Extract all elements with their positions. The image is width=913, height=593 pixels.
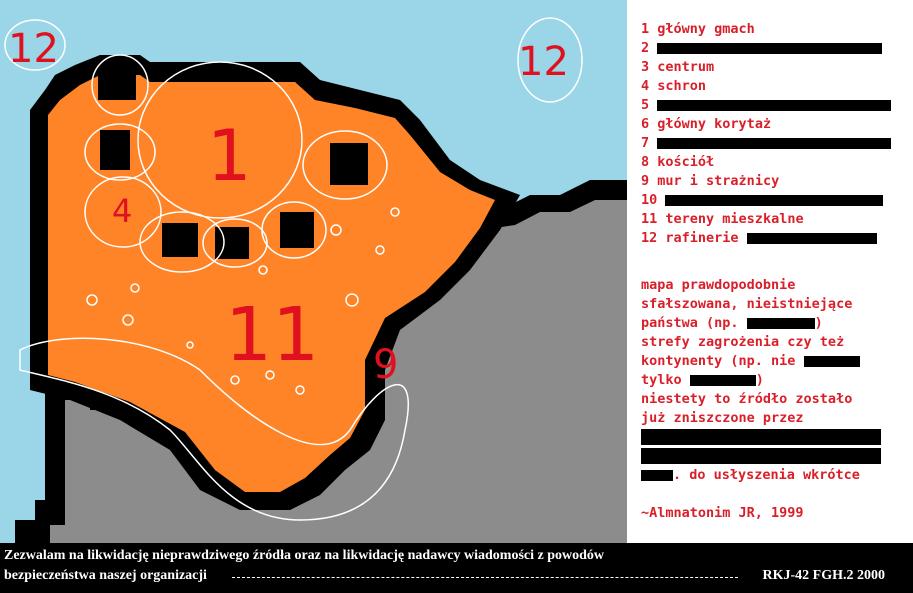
label-1: 1 bbox=[207, 115, 252, 197]
redaction-bar bbox=[641, 429, 881, 445]
redaction-bar bbox=[641, 469, 673, 481]
red-scribble-numbers: 12 12 1 4 11 9 bbox=[8, 26, 569, 388]
footer-divider bbox=[232, 577, 738, 578]
label-12-left: 12 bbox=[8, 26, 59, 72]
note-line: kontynenty (np. nie bbox=[641, 352, 903, 371]
label-11: 11 bbox=[225, 292, 319, 378]
label-9: 9 bbox=[373, 342, 398, 388]
note-line: sfałszowana, nieistniejące bbox=[641, 296, 853, 312]
redaction-bar bbox=[641, 448, 881, 464]
note-line: niestety to źródło zostało bbox=[641, 391, 853, 407]
label-12-right: 12 bbox=[518, 39, 569, 85]
legend-item: 7 bbox=[641, 134, 903, 153]
chalk-marks bbox=[4, 17, 583, 521]
map-canvas: 12 12 1 4 11 9 bbox=[0, 0, 627, 543]
footer-code: RKJ-42 FGH.2 2000 bbox=[762, 568, 886, 583]
redaction-bar bbox=[665, 194, 884, 206]
note-line: tylko ) bbox=[641, 372, 764, 388]
legend: 1 główny gmach 2 3 centrum 4 schron 5 6 … bbox=[641, 20, 903, 248]
redaction-bar bbox=[657, 137, 892, 149]
footer-line-1: Zezwalam na likwidację nieprawdziwego źr… bbox=[4, 548, 605, 563]
legend-item: 6 główny korytaż bbox=[641, 116, 772, 132]
redaction-bar bbox=[746, 232, 877, 244]
legend-item: 12 rafinerie bbox=[641, 229, 903, 248]
footer-bar: Zezwalam na likwidację nieprawdziwego źr… bbox=[0, 543, 913, 593]
redaction-bar bbox=[746, 317, 815, 329]
legend-item: 3 centrum bbox=[641, 59, 715, 75]
legend-item: 1 główny gmach bbox=[641, 21, 755, 37]
signature: ~Almnatonim JR, 1999 bbox=[641, 505, 804, 521]
note-line: . do usłyszenia wkrótce bbox=[641, 466, 903, 485]
legend-item: 10 bbox=[641, 191, 903, 210]
note-line: mapa prawdopodobnie bbox=[641, 277, 796, 293]
building-block bbox=[98, 60, 136, 100]
building-block bbox=[280, 212, 314, 248]
redaction-bar bbox=[657, 99, 892, 111]
note-text: mapa prawdopodobnie sfałszowana, nieistn… bbox=[641, 276, 903, 523]
note-line: strefy zagrożenia czy też bbox=[641, 334, 845, 350]
building-block bbox=[100, 130, 130, 170]
building-block bbox=[162, 223, 198, 257]
legend-item: 11 tereny mieszkalne bbox=[641, 211, 804, 227]
legend-item: 2 bbox=[641, 39, 903, 58]
note-line bbox=[641, 485, 903, 504]
redaction-bar bbox=[689, 374, 756, 386]
note-line bbox=[641, 428, 903, 447]
legend-item: 4 schron bbox=[641, 78, 707, 94]
note-line bbox=[641, 447, 903, 466]
footer-line-2: bezpieczeństwa naszej organizacji bbox=[4, 568, 207, 583]
label-4: 4 bbox=[112, 192, 132, 230]
legend-item: 8 kościół bbox=[641, 154, 715, 170]
redaction-bar bbox=[803, 355, 860, 367]
legend-item: 5 bbox=[641, 96, 903, 115]
legend-item: 9 mur i strażnicy bbox=[641, 173, 780, 189]
note-line: już zniszczone przez bbox=[641, 410, 804, 426]
redaction-bar bbox=[657, 42, 883, 54]
note-line: państwa (np. ) bbox=[641, 315, 823, 331]
building-block bbox=[330, 143, 368, 185]
